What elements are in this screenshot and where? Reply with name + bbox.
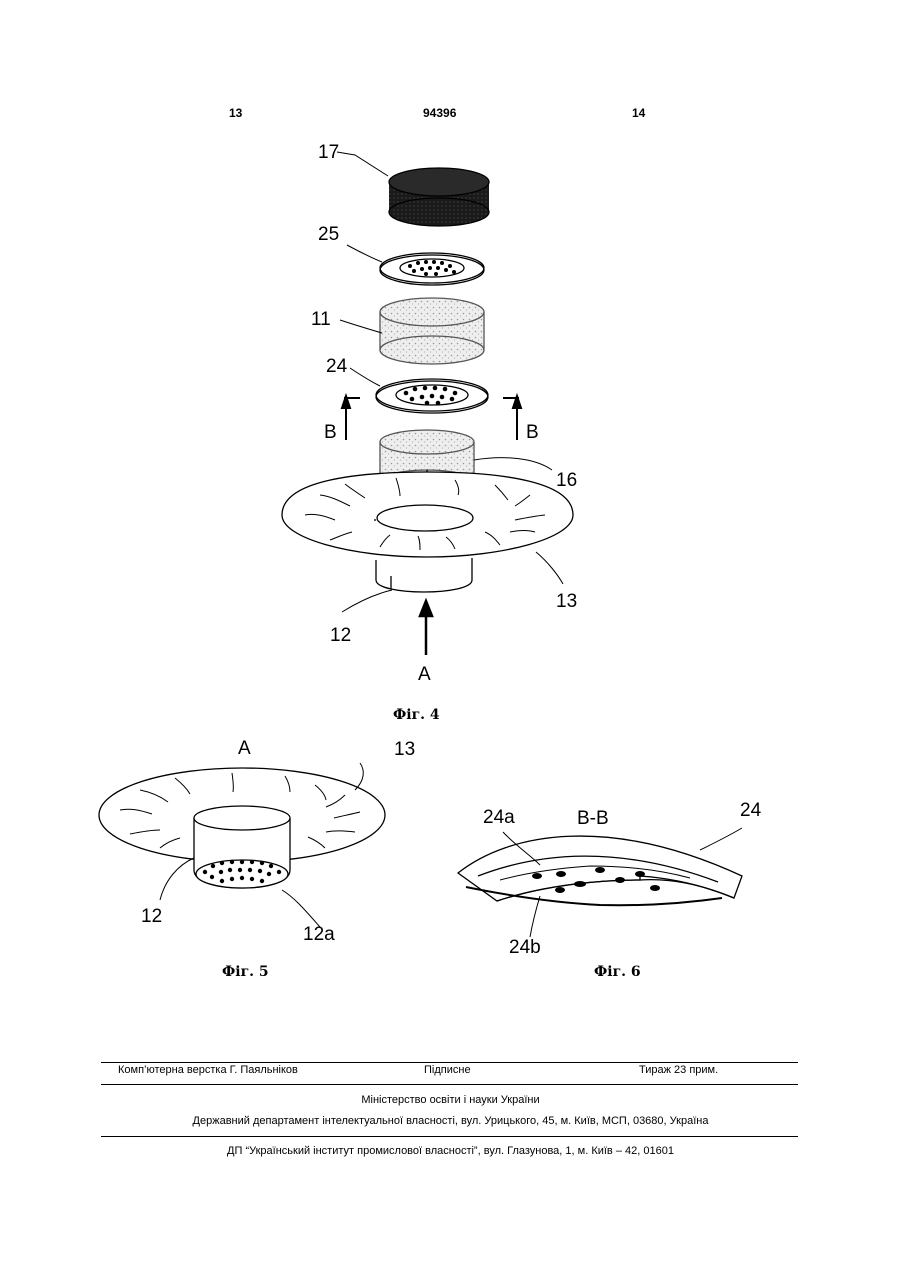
part-17-cylinder — [389, 168, 489, 226]
footer-signed: Підписне — [424, 1064, 471, 1076]
part-12-tube — [376, 558, 472, 592]
footer-layout-credit: Комп’ютерна верстка Г. Паяльніков — [118, 1064, 298, 1076]
figure-6-caption: Фіг. 6 — [594, 964, 641, 980]
footer-rule-middle — [101, 1084, 798, 1085]
figure-4-caption: Фіг. 4 — [393, 707, 440, 723]
fig6-label-b-b: B-B — [577, 808, 609, 830]
part-24-disk — [376, 379, 488, 413]
view-arrow-a — [420, 601, 432, 655]
label-13: 13 — [556, 591, 577, 613]
part-25-disk — [380, 253, 484, 285]
part-11-cylinder — [380, 298, 484, 364]
label-16: 16 — [556, 470, 577, 492]
fig5-tube — [194, 806, 290, 888]
label-b-left: B — [324, 422, 337, 444]
label-11: 11 — [311, 309, 331, 331]
fig5-label-12: 12 — [141, 906, 162, 928]
figure-6 — [458, 828, 742, 937]
fig5-label-13: 13 — [394, 739, 415, 761]
fig6-label-24a: 24a — [483, 807, 515, 829]
fig6-section — [458, 836, 742, 905]
footer-rule-top — [101, 1062, 798, 1063]
figure-5 — [99, 763, 385, 927]
fig5-label-a: A — [238, 738, 251, 760]
fig5-label-12a: 12a — [303, 924, 335, 946]
footer-circulation: Тираж 23 прим. — [639, 1064, 718, 1076]
footer-institute: ДП “Український інститут промислової вла… — [0, 1145, 901, 1157]
label-a: A — [418, 664, 431, 686]
figure-5-caption: Фіг. 5 — [222, 964, 269, 980]
fig6-label-24: 24 — [740, 800, 761, 822]
label-17: 17 — [318, 142, 339, 164]
label-b-right: B — [526, 422, 539, 444]
label-24: 24 — [326, 356, 347, 378]
part-13-brim — [282, 472, 573, 557]
label-12: 12 — [330, 625, 351, 647]
footer-rule-bottom — [101, 1136, 798, 1137]
footer-department: Державний департамент інтелектуальної вл… — [0, 1115, 901, 1127]
label-25: 25 — [318, 224, 339, 246]
footer-ministry: Міністерство освіти і науки України — [0, 1094, 901, 1106]
fig6-label-24b: 24b — [509, 937, 541, 959]
